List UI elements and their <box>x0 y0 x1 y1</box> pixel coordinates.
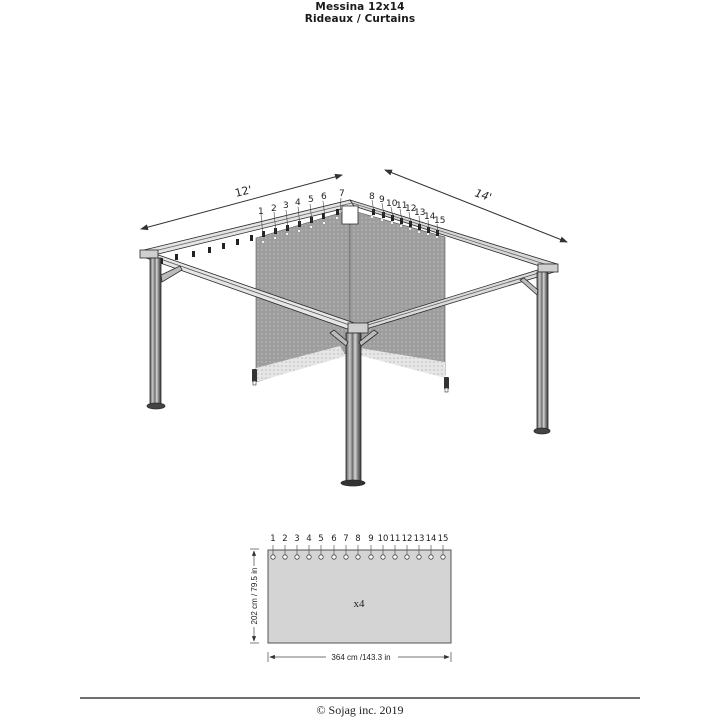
hook-label-9: 9 <box>379 195 385 205</box>
hook-label-11: 11 <box>396 201 407 211</box>
grommet-label-11: 11 <box>390 534 401 544</box>
hook-label-12: 12 <box>405 204 416 214</box>
hook-label-10: 10 <box>386 199 398 209</box>
hook-label-3: 3 <box>283 201 289 211</box>
grommet-label-5: 5 <box>318 534 323 544</box>
height-dimension: 202 cm / 79.5 in <box>250 548 259 644</box>
grommet-label-8: 8 <box>355 534 360 544</box>
hook-label-1: 1 <box>258 207 264 217</box>
dimension-label-14ft: 14' <box>473 186 493 204</box>
hook-label-8: 8 <box>369 192 375 202</box>
hook-label-14: 14 <box>424 212 436 222</box>
hook-label-15: 15 <box>434 216 445 226</box>
hook-label-13: 13 <box>414 208 425 218</box>
grommet-label-9: 9 <box>368 534 373 544</box>
grommet-label-6: 6 <box>331 534 336 544</box>
gazebo-frame <box>139 199 559 487</box>
hook-labels: 1 2 3 4 5 6 7 8 9 10 11 12 13 14 15 <box>258 189 445 237</box>
copyright-notice: © Sojag inc. 2019 <box>316 703 404 717</box>
grommet-label-7: 7 <box>343 534 348 544</box>
product-subtitle: Rideaux / Curtains <box>304 13 416 25</box>
grommet-row <box>270 554 446 560</box>
grommet-label-10: 10 <box>378 534 389 544</box>
grommet-label-3: 3 <box>294 534 299 544</box>
grommet-label-12: 12 <box>402 534 413 544</box>
curtain-panel-spec: 1 2 3 4 5 6 7 8 9 10 11 12 13 14 15 x4 2… <box>250 534 452 662</box>
grommet-label-14: 14 <box>426 534 437 544</box>
hook-label-5: 5 <box>308 195 314 205</box>
dimension-label-12ft: 12' <box>234 183 254 200</box>
hook-label-2: 2 <box>271 204 277 214</box>
product-title: Messina 12x14 <box>315 1 405 13</box>
hook-label-4: 4 <box>295 198 301 208</box>
grommet-label-4: 4 <box>306 534 311 544</box>
hook-label-6: 6 <box>321 192 327 202</box>
quantity-label: x4 <box>354 598 366 610</box>
footer-divider <box>80 697 640 699</box>
dimension-arrow-14ft: 14' <box>384 169 568 243</box>
grommet-labels: 1 2 3 4 5 6 7 8 9 10 11 12 13 14 15 <box>270 534 448 544</box>
dimension-arrow-12ft: 12' <box>140 173 343 231</box>
width-label: 364 cm /143.3 in <box>331 653 390 662</box>
curtain-panel <box>267 549 452 644</box>
grommet-label-13: 13 <box>414 534 425 544</box>
grommet-label-15: 15 <box>438 534 449 544</box>
height-label: 202 cm / 79.5 in <box>250 568 259 625</box>
width-dimension: 364 cm /143.3 in <box>267 652 452 662</box>
hook-label-7: 7 <box>339 189 345 199</box>
grommet-label-1: 1 <box>270 534 275 544</box>
grommet-label-2: 2 <box>282 534 287 544</box>
